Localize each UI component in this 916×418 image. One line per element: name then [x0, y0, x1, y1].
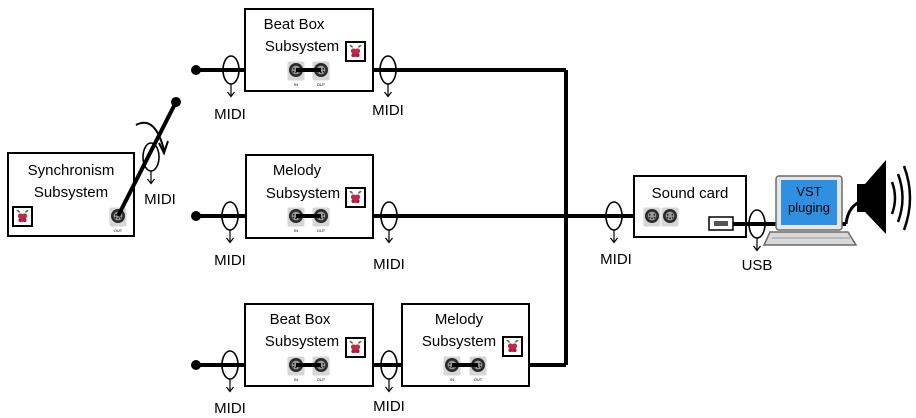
- laptop-icon: VST pluging: [762, 175, 858, 246]
- raspberry-pi-logo-icon: [345, 41, 366, 62]
- middle-row-end-dot: [191, 211, 201, 221]
- laptop-screen: [781, 180, 837, 225]
- top-row-end-dot: [191, 65, 201, 75]
- beatbox-top-port-out-label: OUT: [317, 82, 326, 87]
- melody-middle-title-line1: Melody: [273, 162, 322, 179]
- beatbox-top-title-line1: Beat Box: [264, 16, 325, 33]
- bottom-midi-label-1: MIDI: [214, 400, 246, 417]
- arrow-down-icon: [384, 378, 394, 393]
- switch-pivot-dot: [171, 97, 181, 107]
- middle-midi-label-2: MIDI: [373, 256, 405, 273]
- beatbox-top-port-in-label: IN: [294, 82, 298, 87]
- synchronism-title-line2: Subsystem: [34, 184, 108, 201]
- bottom-midi-label-2: MIDI: [373, 398, 405, 415]
- laptop-line2: pluging: [788, 200, 830, 215]
- midi-out-port-icon[interactable]: [109, 207, 127, 227]
- synchronism-subsystem-box: Synchronism Subsystem OUT: [7, 152, 135, 237]
- sync-midi-label: MIDI: [144, 191, 176, 208]
- beatbox-bottom-title-line2: Subsystem: [265, 333, 339, 350]
- raspberry-pi-logo-icon: [12, 206, 33, 227]
- melody-bottom-title-line2: Subsystem: [422, 333, 496, 350]
- sound-waves-icon: [890, 165, 912, 231]
- melody-bottom-port-in-label: IN: [450, 377, 454, 382]
- raspberry-pi-logo-icon: [345, 337, 366, 358]
- midi-in-port-icon[interactable]: [643, 207, 661, 227]
- melody-middle-port-in-label: IN: [294, 228, 298, 233]
- beatbox-bottom-port-out-label: OUT: [317, 377, 326, 382]
- top-midi-label-1: MIDI: [214, 106, 246, 123]
- synchronism-title-line1: Synchronism: [28, 162, 115, 179]
- bottom-row-end-dot: [191, 360, 201, 370]
- arrow-down-icon: [225, 229, 235, 244]
- arrow-down-icon: [752, 237, 762, 252]
- middle-row: MIDI Melody Subsystem IN OUT MIDI MIDI: [191, 154, 652, 273]
- sync-switch: MIDI: [116, 97, 181, 217]
- speaker-icon: [857, 160, 886, 234]
- usb-label: USB: [742, 257, 773, 274]
- melody-middle-title-line2: Subsystem: [266, 185, 340, 202]
- beatbox-top-box: Beat Box Subsystem IN OUT: [244, 8, 374, 92]
- sync-port-out-label: OUT: [114, 228, 123, 233]
- laptop-line1: VST: [796, 184, 821, 199]
- bottom-row: MIDI Beat Box Subsystem IN OUT MIDI Melo…: [191, 303, 566, 417]
- arrow-down-icon: [384, 229, 394, 244]
- melody-middle-port-out-label: OUT: [317, 228, 326, 233]
- beatbox-bottom-box: Beat Box Subsystem IN OUT: [244, 303, 374, 387]
- melody-bottom-port-out-label: OUT: [474, 377, 483, 382]
- arrow-down-icon: [609, 229, 619, 244]
- arrow-down-icon: [146, 170, 156, 185]
- arrow-down-icon: [225, 378, 235, 393]
- sound-card-title: Sound card: [652, 185, 729, 202]
- switch-arrow-icon: [158, 140, 169, 156]
- melody-bottom-box: Melody Subsystem IN OUT: [401, 303, 530, 387]
- sound-card-box: Sound card: [633, 175, 747, 238]
- middle-midi-label-1: MIDI: [214, 252, 246, 269]
- top-row: MIDI Beat Box Subsystem IN OUT MIDI: [191, 8, 568, 365]
- raspberry-pi-logo-icon: [345, 187, 366, 208]
- beatbox-bottom-port-in-label: IN: [294, 377, 298, 382]
- beatbox-bottom-title-line1: Beat Box: [270, 311, 331, 328]
- arrow-down-icon: [226, 83, 236, 98]
- soundcard-midi-label: MIDI: [600, 251, 632, 268]
- melody-bottom-title-line1: Melody: [435, 311, 484, 328]
- beatbox-top-title-line2: Subsystem: [265, 38, 339, 55]
- midi-out-port-icon[interactable]: [661, 207, 679, 227]
- arrow-down-icon: [383, 83, 393, 98]
- raspberry-pi-logo-icon: [502, 336, 523, 357]
- melody-middle-box: Melody Subsystem IN OUT: [245, 154, 374, 239]
- top-midi-label-2: MIDI: [372, 102, 404, 119]
